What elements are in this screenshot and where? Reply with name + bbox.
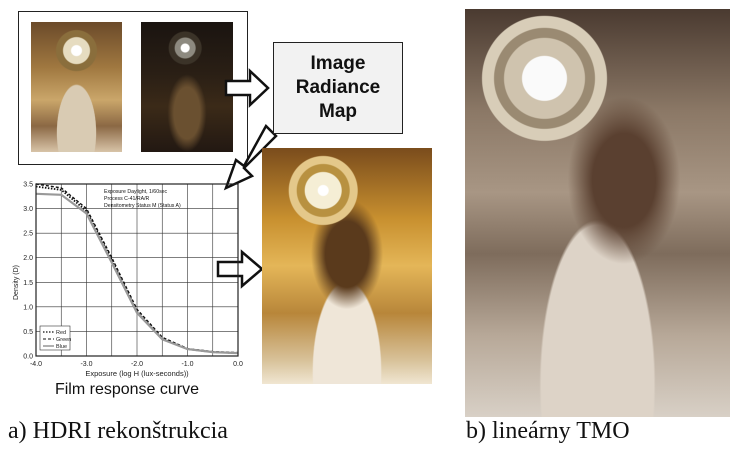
y-tick-label: 1.0 (23, 304, 33, 311)
radiance-line-2: Radiance (295, 77, 381, 98)
chart-ticks: 0.0 0.5 1.0 1.5 2.0 2.5 3.0 3.5 -4.0 -3.0 -2.0 -1.0… (23, 182, 243, 369)
dark-exposure-photo (141, 22, 233, 152)
legend-label: Blue (56, 344, 67, 350)
x-tick-label: -4.0 (30, 361, 42, 368)
legend-label: Green (56, 337, 71, 343)
series-line-blue (35, 192, 239, 355)
arrow-diagonal-icon (223, 123, 278, 191)
y-tick-label: 3.5 (23, 182, 33, 189)
info-line: Densitometry Status M (Status A) (104, 203, 181, 209)
x-tick-label: -3.0 (80, 361, 92, 368)
bright-exposure-photo (31, 22, 122, 152)
arrow-right-icon (224, 68, 270, 108)
radiance-map-box: Image Radiance Map (273, 42, 403, 134)
y-tick-label: 0.5 (23, 329, 33, 336)
radiance-line-1: Image (310, 53, 366, 74)
caption-right: b) lineárny TMO (466, 418, 630, 444)
chart-title: Film response curve (55, 381, 199, 398)
hdr-result-photo (262, 148, 432, 384)
x-tick-label: -1.0 (181, 361, 193, 368)
x-axis-label: Exposure (log H (lux-seconds)) (85, 369, 189, 378)
radiance-line-3: Map (319, 101, 357, 122)
linear-tmo-photo (465, 9, 730, 417)
caption-left: a) HDRI rekonštrukcia (8, 418, 228, 444)
arrow-right-icon (216, 249, 264, 289)
x-tick-label: 0.0 (233, 361, 243, 368)
y-tick-label: 1.5 (23, 280, 33, 287)
y-axis-label: Density (D) (13, 265, 20, 300)
film-response-chart: 0.0 0.5 1.0 1.5 2.0 2.5 3.0 3.5 -4.0 -3.0 -2.0 -1.0… (13, 182, 243, 399)
y-tick-label: 2.5 (23, 231, 33, 238)
info-line: Exposure Daylight, 1/60sec (104, 189, 168, 195)
chart-series (35, 183, 239, 355)
exposure-photos-frame (18, 11, 248, 165)
y-tick-label: 2.0 (23, 255, 33, 262)
y-tick-label: 3.0 (23, 206, 33, 213)
plot-border (35, 183, 239, 357)
legend-label: Red (56, 330, 66, 336)
x-tick-label: -2.0 (131, 361, 143, 368)
y-tick-label: 0.0 (23, 354, 33, 361)
info-line: Process C-41/RA/R (104, 196, 150, 202)
series-line-green (35, 183, 239, 354)
legend-box (39, 325, 71, 351)
